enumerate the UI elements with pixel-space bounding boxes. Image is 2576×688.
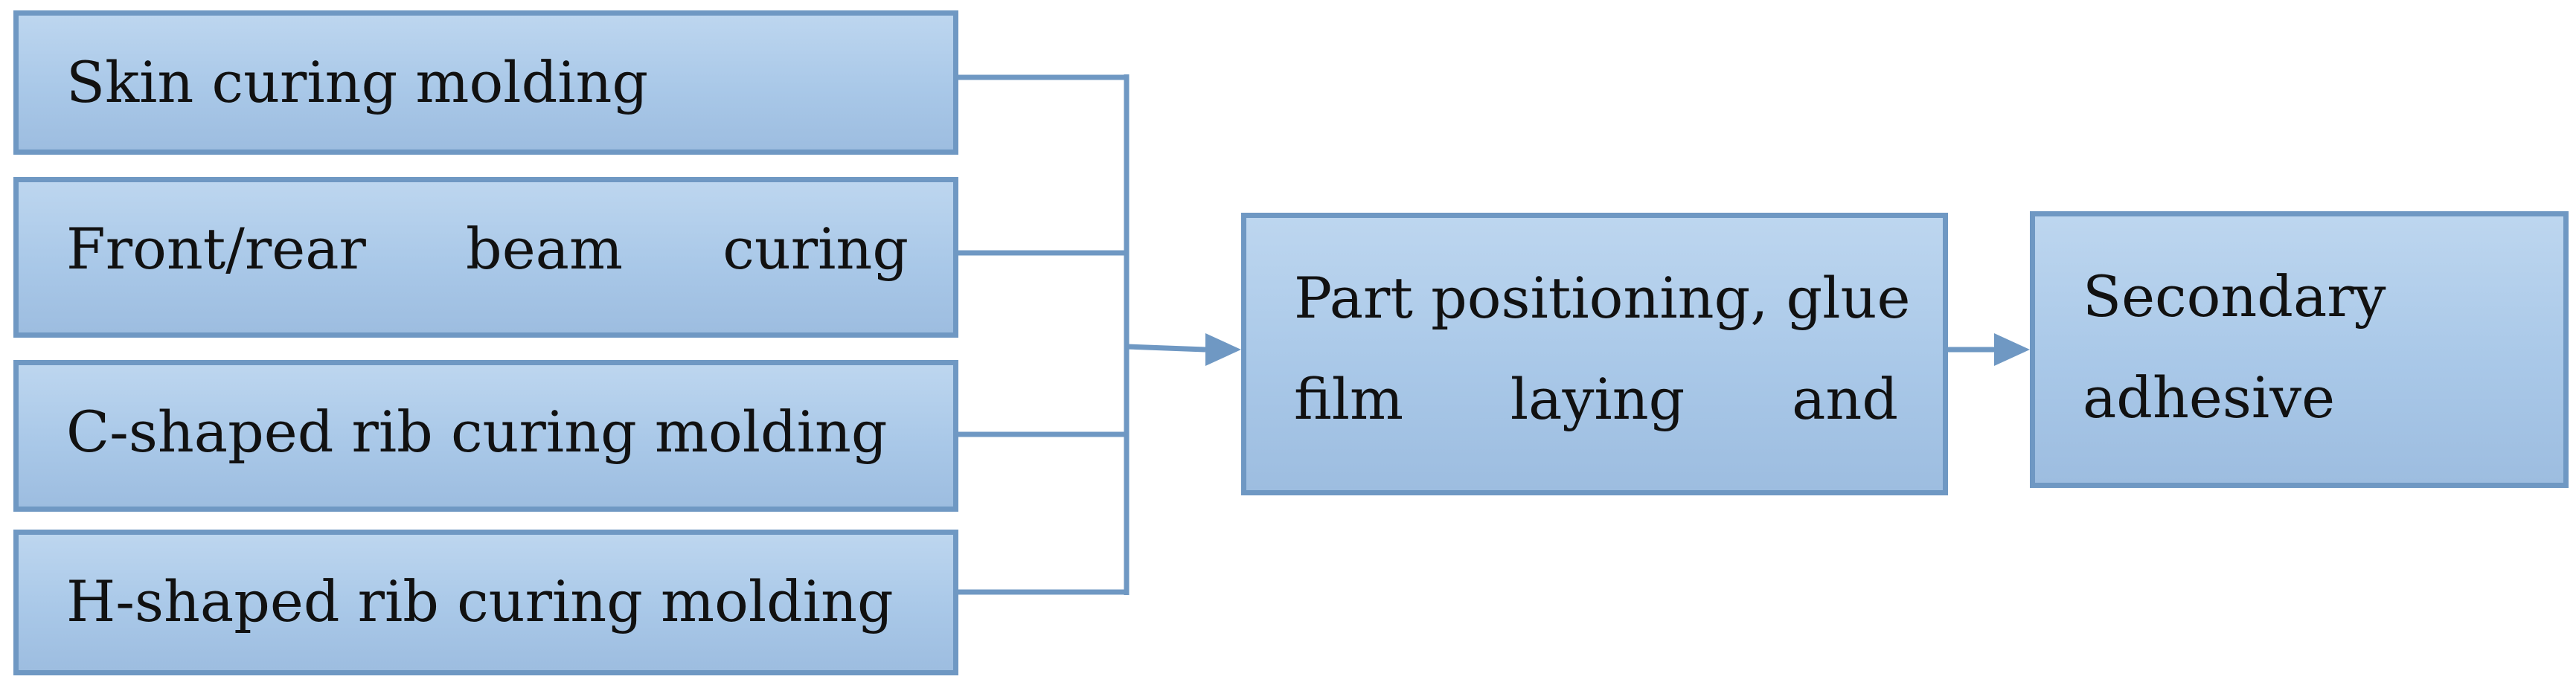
h-shaped-rib-box: H-shaped rib curing molding: [13, 530, 958, 675]
skin-curing-box: Skin curing molding: [13, 10, 958, 155]
front-rear-beam-word-3: curing: [723, 216, 909, 282]
secondary-adhesive-line-2: adhesive: [2083, 364, 2336, 431]
assembly-word-3: and: [1792, 366, 1898, 432]
arrow-to-final-head: [1994, 333, 2030, 366]
c-shaped-rib-label: C-shaped rib curing molding: [66, 399, 888, 465]
arrow-to-assembly: [1126, 344, 1206, 353]
h-shaped-rib-label: H-shaped rib curing molding: [66, 568, 894, 634]
front-rear-beam-word-1: Front/rear: [66, 216, 366, 282]
arrow-to-assembly-head: [1205, 333, 1241, 366]
c-shaped-rib-box: C-shaped rib curing molding: [13, 360, 958, 512]
assembly-word-1: film: [1294, 366, 1404, 432]
secondary-adhesive-box: Secondary adhesive: [2030, 211, 2569, 488]
assembly-line-2: film laying and: [1294, 371, 1898, 428]
assembly-box: Part positioning, glue film laying and: [1241, 213, 1948, 495]
secondary-adhesive-line-1: Secondary: [2083, 263, 2386, 329]
front-rear-beam-box: Front/rear beam curing: [13, 177, 958, 338]
assembly-word-2: laying: [1510, 366, 1685, 432]
front-rear-beam-label: Front/rear beam curing: [66, 221, 909, 277]
skin-curing-label: Skin curing molding: [66, 49, 649, 115]
front-rear-beam-word-2: beam: [466, 216, 624, 282]
assembly-line-1: Part positioning, glue: [1294, 265, 1911, 331]
